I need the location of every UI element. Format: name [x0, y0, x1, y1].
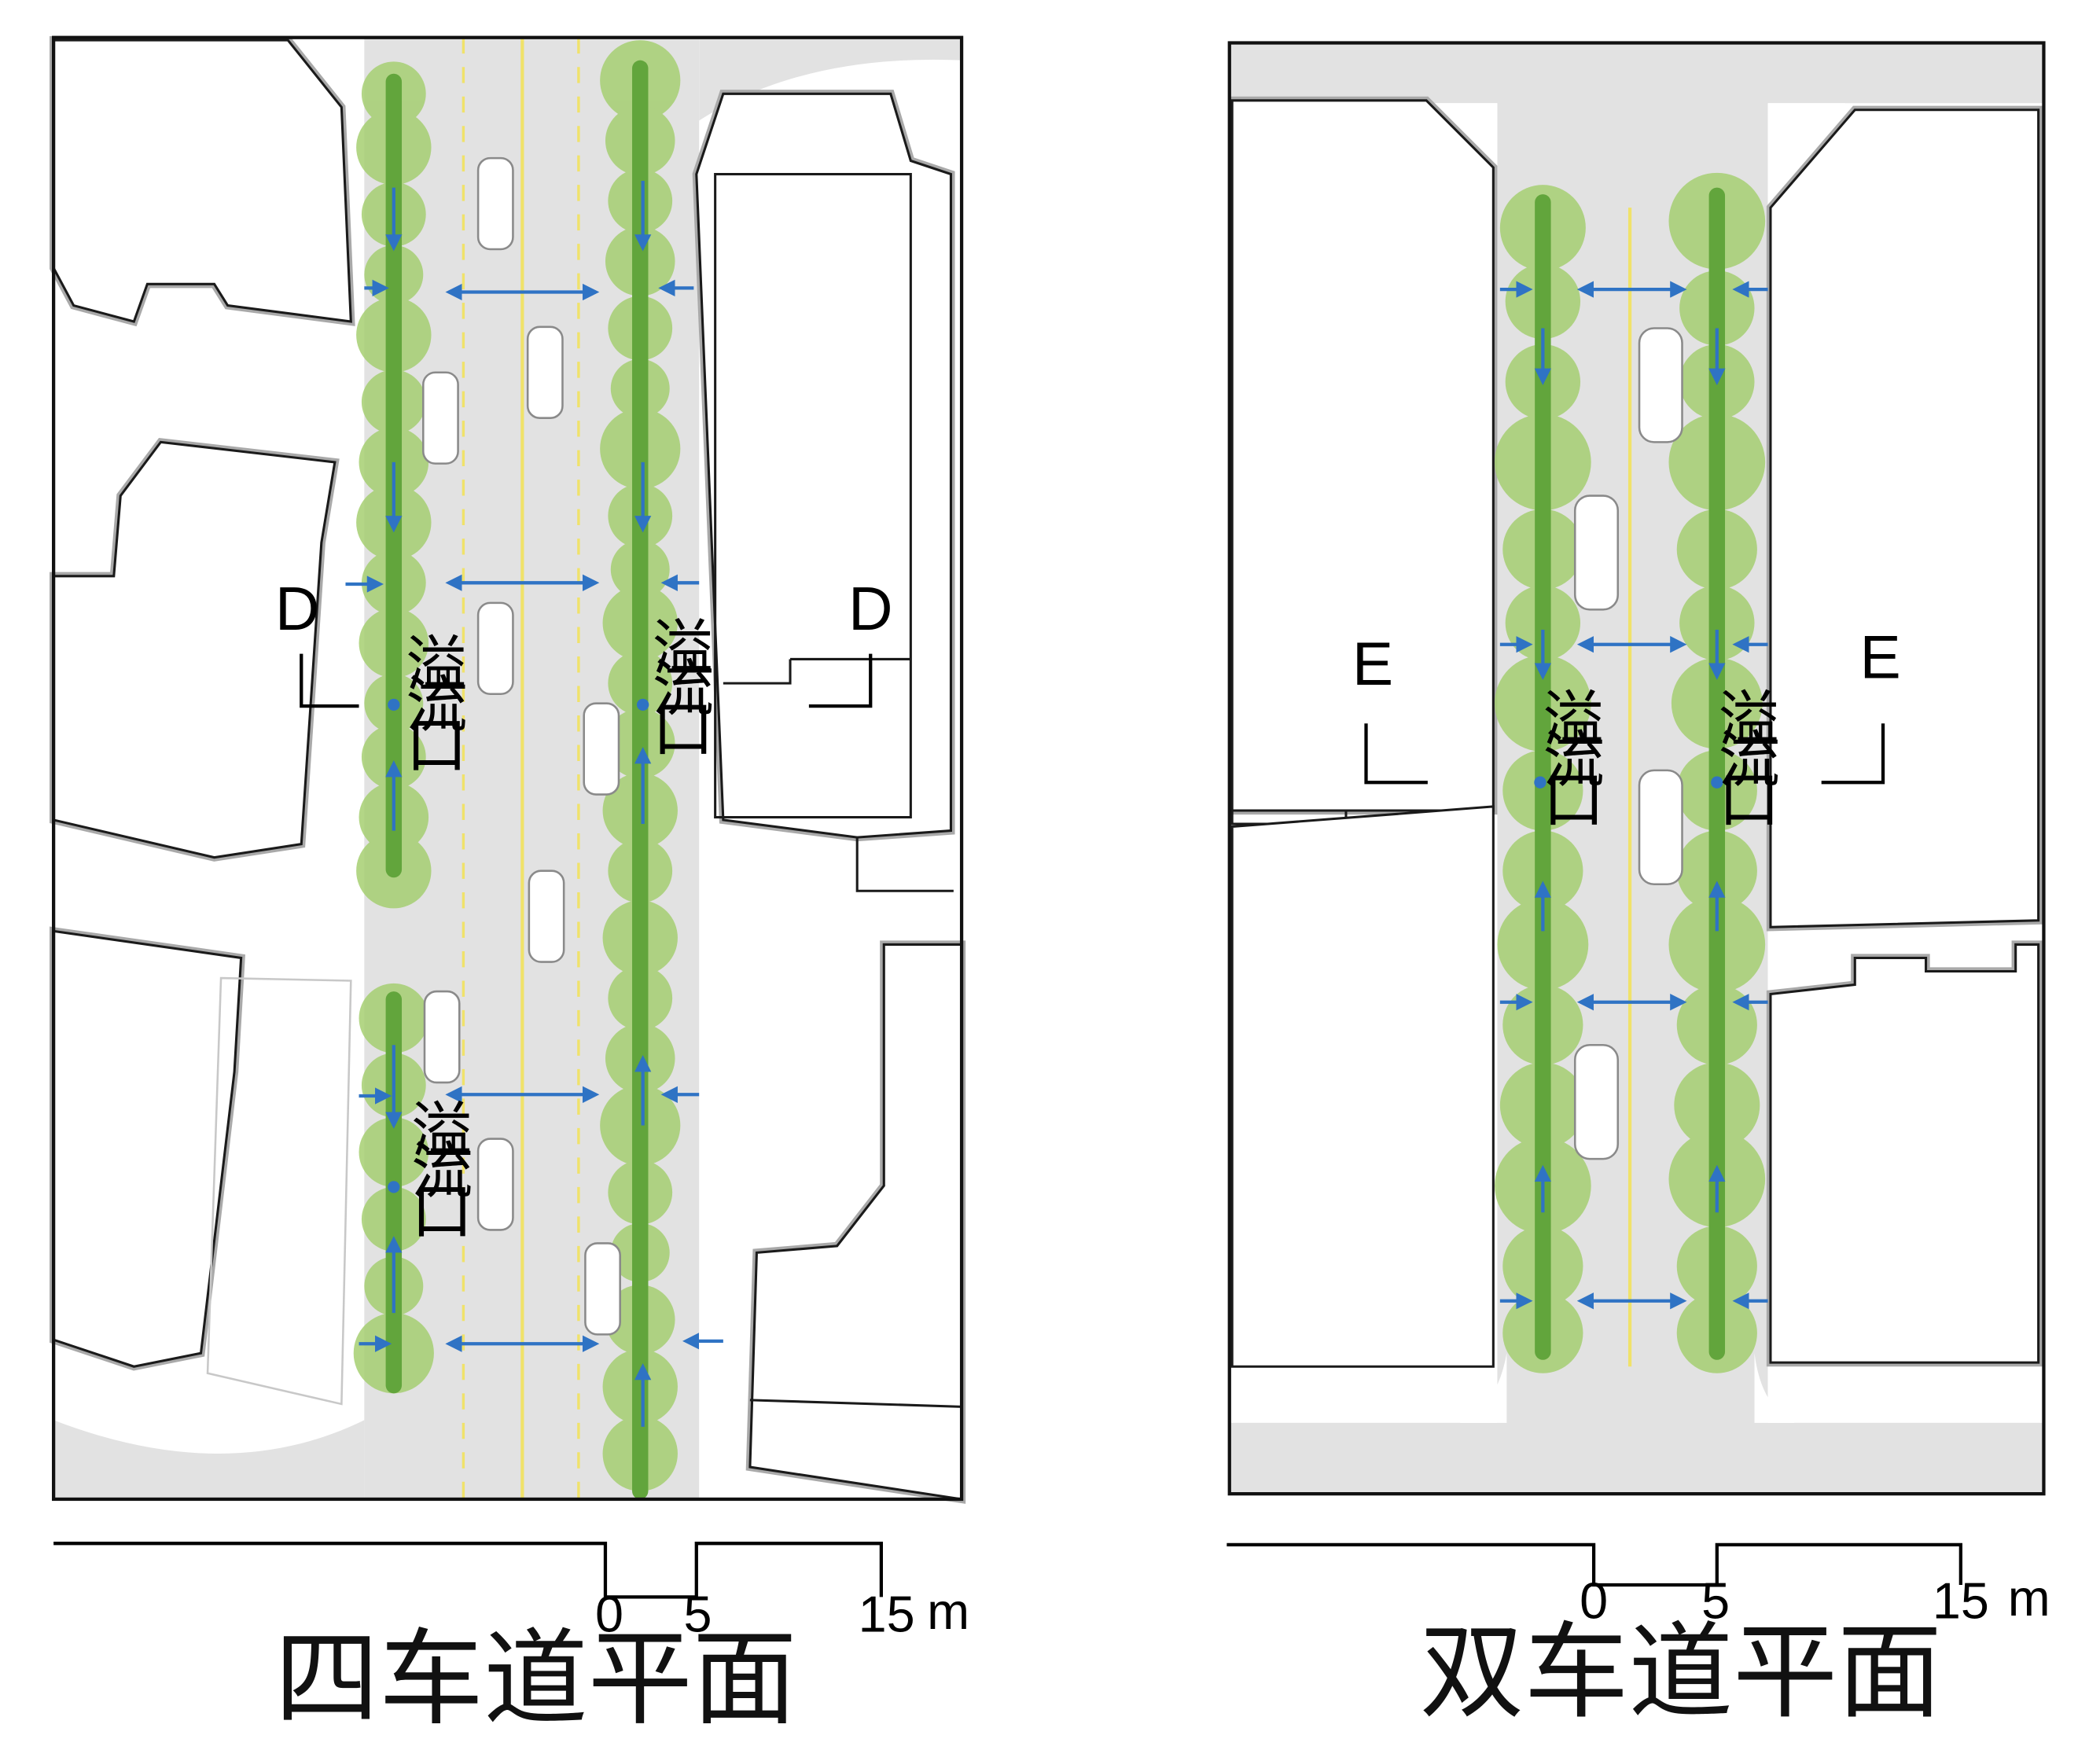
- four-lane-scale-unit: m: [927, 1583, 969, 1640]
- four-lane-scale-tick-0: 0: [595, 1586, 623, 1643]
- four-lane-buildings-east: [692, 90, 966, 1504]
- overflow-point: [1711, 776, 1723, 789]
- four-lane-plan-title: 四车道平面: [274, 1619, 796, 1739]
- two-lane-overflow-label-2: 溢流口: [1719, 684, 1780, 836]
- four-lane-cross-street: [53, 1420, 365, 1499]
- overflow-point: [388, 698, 400, 711]
- two-lane-section-label-west: E: [1352, 629, 1393, 698]
- four-lane-flow-arrows: [345, 181, 723, 1427]
- two-lane-scale-tick-0: 0: [1580, 1572, 1608, 1630]
- overflow-point: [636, 698, 649, 711]
- two-lane-section-marker-west: [1364, 723, 1428, 785]
- overflow-point: [388, 1181, 400, 1193]
- two-lane-plan-title: 双车道平面: [1420, 1612, 1942, 1733]
- two-lane-scale-bar: [1227, 1542, 1962, 1587]
- two-lane-scale-tick-15: 15: [1933, 1572, 1989, 1630]
- four-lane-section-marker-west: [300, 653, 359, 708]
- labels: D D E E 溢流口 溢流口 溢流口 溢流口 溢流口 0 5 15 m 0 5…: [274, 574, 2050, 1739]
- two-lane-flow-arrows: [1499, 281, 1768, 1310]
- four-lane-scale-tick-5: 5: [683, 1586, 712, 1643]
- four-lane-cars: [422, 156, 621, 1336]
- two-lane-overflow-label-1: 溢流口: [1543, 684, 1604, 836]
- two-lane-cross-street-north: [1229, 42, 2044, 104]
- two-lane-cars: [1573, 327, 1683, 1160]
- two-lane-frame: [1227, 41, 2046, 1496]
- two-lane-scale-tick-5: 5: [1701, 1572, 1730, 1630]
- four-lane-overflow-points: [388, 698, 649, 1193]
- two-lane-cross-street-south: [1229, 1422, 2044, 1495]
- two-lane-scale-unit: m: [2008, 1569, 2050, 1627]
- four-lane-bioswale-east: [600, 40, 681, 1499]
- four-lane-scale-tick-15: 15: [859, 1586, 915, 1643]
- four-lane-buildings-west: [50, 36, 355, 1406]
- two-lane-overflow-points: [1534, 776, 1723, 789]
- two-lane-plan: [1227, 41, 2046, 1496]
- four-lane-plan: [50, 35, 966, 1504]
- two-lane-section-label-east: E: [1860, 622, 1901, 691]
- two-lane-buildings: [1228, 96, 2043, 1368]
- four-lane-overflow-label-1: 溢流口: [406, 630, 467, 781]
- overflow-point: [1534, 776, 1546, 789]
- four-lane-scale-bar: [53, 1542, 883, 1599]
- two-lane-section-marker-east: [1821, 723, 1885, 785]
- four-lane-overflow-label-3: 溢流口: [411, 1096, 473, 1248]
- four-lane-section-label-east: D: [848, 574, 893, 643]
- four-lane-section-label-west: D: [275, 574, 320, 643]
- four-lane-section-marker-east: [808, 653, 873, 708]
- four-lane-overflow-label-2: 溢流口: [653, 613, 714, 765]
- four-lane-frame: [52, 35, 964, 1502]
- two-lane-bioswale-west: [1495, 185, 1591, 1373]
